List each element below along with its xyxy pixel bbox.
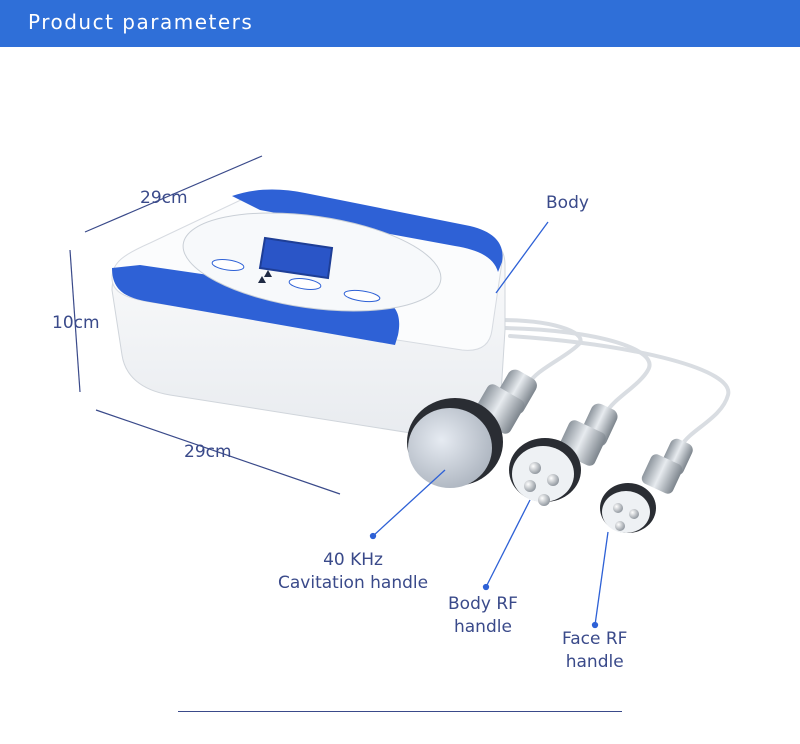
dimension-width-label: 29cm [140, 188, 188, 208]
callout-lines [369, 221, 609, 629]
bottom-divider [178, 711, 622, 712]
header-banner: Product parameters [0, 0, 800, 47]
dimension-lines [69, 155, 341, 495]
callout-face-rf: Face RF handle [562, 628, 627, 674]
cavitation-handle [407, 369, 537, 488]
callout-cavitation-line1: 40 KHz [323, 550, 383, 570]
device-body [111, 189, 506, 441]
dimension-height-label: 10cm [52, 313, 100, 333]
dimension-depth-label: 29cm [184, 442, 232, 462]
callout-cavitation-line2: Cavitation handle [278, 573, 429, 593]
face-rf-handle [600, 438, 693, 533]
handle-cables [498, 318, 731, 447]
callout-body-rf: Body RF handle [448, 593, 518, 639]
callout-face-rf-line2: handle [565, 652, 624, 672]
callout-body-rf-line1: Body RF [448, 594, 518, 614]
callout-cavitation: 40 KHz Cavitation handle [278, 549, 428, 595]
banner-title: Product parameters [28, 10, 254, 34]
body-rf-handle [509, 403, 618, 506]
callout-face-rf-line1: Face RF [562, 629, 628, 649]
callout-body-rf-line2: handle [453, 617, 512, 637]
callout-body: Body [546, 193, 589, 213]
